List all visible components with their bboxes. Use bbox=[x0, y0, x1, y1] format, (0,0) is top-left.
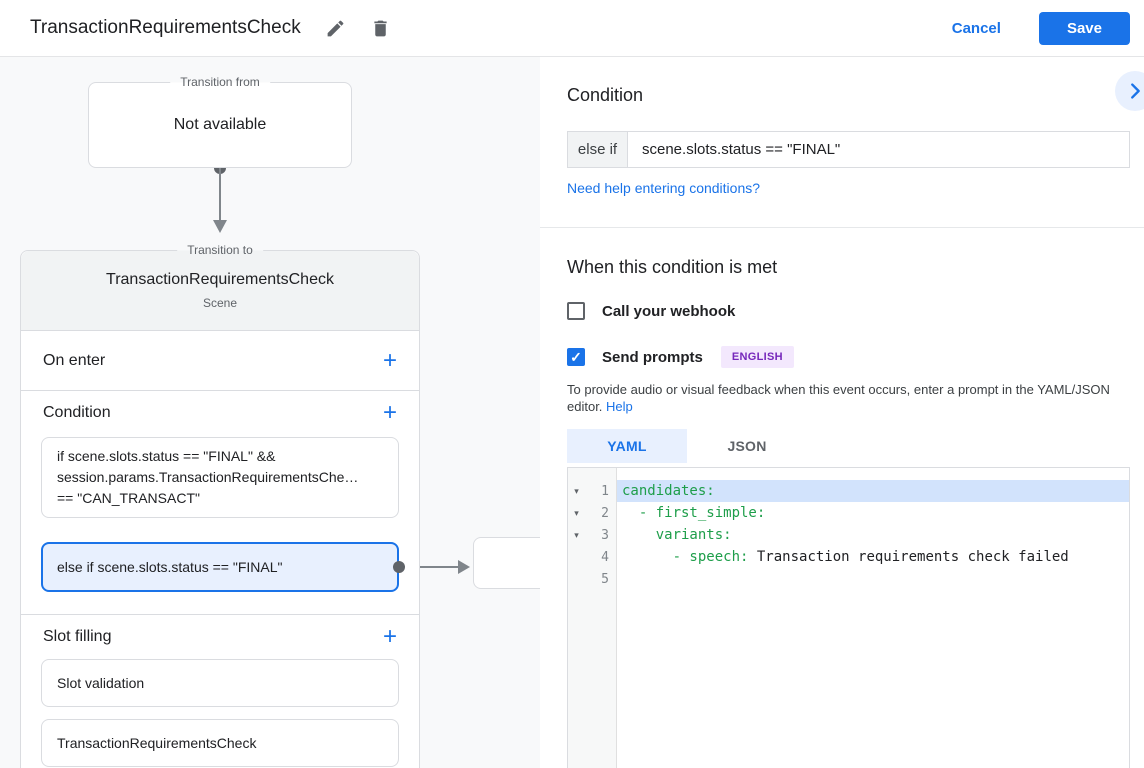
condition-expression-input[interactable] bbox=[628, 132, 1129, 167]
scene-subtitle: Scene bbox=[202, 296, 238, 310]
send-prompts-checkbox[interactable]: ✓ bbox=[567, 348, 585, 366]
header: TransactionRequirementsCheck Cancel Save bbox=[0, 0, 1144, 57]
code-line bbox=[617, 568, 1129, 590]
condition-line: session.params.TransactionRequirementsCh… bbox=[57, 469, 359, 485]
scene-title: TransactionRequirementsCheck bbox=[106, 271, 334, 288]
editor-body: Transition from Not available Transition… bbox=[0, 57, 1144, 768]
condition-help-link[interactable]: Need help entering conditions? bbox=[567, 180, 761, 196]
help-link[interactable]: Help bbox=[606, 399, 633, 414]
condition-item-if[interactable]: if scene.slots.status == "FINAL" && sess… bbox=[41, 437, 399, 518]
prompt-description-text: To provide audio or visual feedback when… bbox=[567, 382, 1110, 414]
add-on-enter-icon[interactable]: + bbox=[382, 346, 397, 374]
add-slot-icon[interactable]: + bbox=[382, 623, 397, 650]
save-button[interactable]: Save bbox=[1038, 11, 1130, 45]
line-number: 2 bbox=[601, 505, 609, 521]
collapse-panel-button[interactable] bbox=[1115, 71, 1144, 111]
webhook-row: Call your webhook bbox=[567, 302, 1144, 320]
condition-panel: Condition else if Need help entering con… bbox=[540, 57, 1144, 768]
transition-from-node: Transition from Not available bbox=[88, 75, 352, 168]
when-met-title: When this condition is met bbox=[567, 257, 778, 277]
transition-from-content: Not available bbox=[173, 116, 267, 133]
condition-line: if scene.slots.status == "FINAL" && bbox=[57, 448, 276, 464]
condition-line: else if scene.slots.status == "FINAL" bbox=[57, 559, 283, 575]
slot-item-validation[interactable]: Slot validation bbox=[41, 659, 399, 707]
editor-code-area[interactable]: candidates: - first_simple: variants: - … bbox=[617, 468, 1129, 768]
editor-gutter: ▾ 1 ▾ 2 ▾ 3 4 5 bbox=[568, 468, 617, 768]
condition-section-label: Condition bbox=[43, 404, 111, 421]
transition-from-label: Transition from bbox=[170, 75, 270, 90]
slot-filling-label: Slot filling bbox=[43, 628, 112, 645]
condition-section: Condition + if scene.slots.status == "FI… bbox=[21, 391, 419, 615]
flow-canvas: Transition from Not available Transition… bbox=[0, 57, 540, 768]
on-enter-label: On enter bbox=[43, 351, 106, 369]
transition-target-node[interactable] bbox=[473, 537, 540, 589]
send-prompts-label: Send prompts bbox=[602, 348, 703, 366]
on-enter-section: On enter + bbox=[21, 331, 419, 391]
yaml-code-editor: ▾ 1 ▾ 2 ▾ 3 4 5 candidates: - first_simple:… bbox=[567, 467, 1130, 768]
tab-yaml[interactable]: YAML bbox=[567, 429, 687, 463]
tab-json[interactable]: JSON bbox=[727, 438, 767, 454]
condition-prefix-chip: else if bbox=[568, 132, 628, 167]
line-number: 5 bbox=[601, 571, 609, 587]
prompt-description: To provide audio or visual feedback when… bbox=[567, 381, 1143, 415]
line-number: 4 bbox=[601, 549, 609, 565]
fold-icon[interactable]: ▾ bbox=[574, 507, 579, 518]
condition-item-elseif-selected[interactable]: else if scene.slots.status == "FINAL" bbox=[41, 542, 405, 592]
code-line: variants: bbox=[622, 527, 732, 543]
code-line: - first_simple: bbox=[622, 505, 766, 521]
line-number: 1 bbox=[601, 483, 609, 499]
send-prompts-row: ✓ Send prompts ENGLISH bbox=[567, 346, 1144, 368]
transition-to-label: Transition to bbox=[177, 243, 263, 258]
connector-port-dot bbox=[393, 561, 405, 573]
condition-line: == "CAN_TRANSACT" bbox=[57, 490, 200, 506]
add-condition-icon[interactable]: + bbox=[382, 399, 397, 426]
code-line: - speech: Transaction requirements check… bbox=[622, 549, 1069, 565]
delete-trash-icon[interactable] bbox=[370, 18, 391, 39]
fold-icon[interactable]: ▾ bbox=[574, 485, 579, 496]
line-number: 3 bbox=[601, 527, 609, 543]
slot-item-transaction-check[interactable]: TransactionRequirementsCheck bbox=[41, 719, 399, 767]
slot-filling-section: Slot filling + Slot validation Transacti… bbox=[21, 615, 419, 767]
webhook-label: Call your webhook bbox=[602, 302, 736, 320]
webhook-checkbox[interactable] bbox=[567, 302, 585, 320]
page-title: TransactionRequirementsCheck bbox=[30, 17, 301, 38]
panel-title: Condition bbox=[567, 85, 644, 105]
fold-icon[interactable]: ▾ bbox=[574, 529, 579, 540]
code-line-active: candidates: bbox=[617, 480, 1129, 502]
chevron-right-icon bbox=[1131, 83, 1140, 99]
transition-to-card: Transition to TransactionRequirementsChe… bbox=[20, 243, 420, 768]
panel-divider bbox=[540, 227, 1144, 228]
check-icon: ✓ bbox=[570, 349, 582, 365]
editor-tabs: YAML JSON bbox=[567, 429, 1144, 463]
language-badge: ENGLISH bbox=[720, 346, 794, 368]
cancel-button[interactable]: Cancel bbox=[951, 19, 1001, 37]
condition-expression-row: else if bbox=[567, 131, 1130, 168]
edit-pencil-icon[interactable] bbox=[325, 18, 346, 39]
scene-card-header[interactable]: TransactionRequirementsCheck Scene bbox=[21, 251, 419, 331]
